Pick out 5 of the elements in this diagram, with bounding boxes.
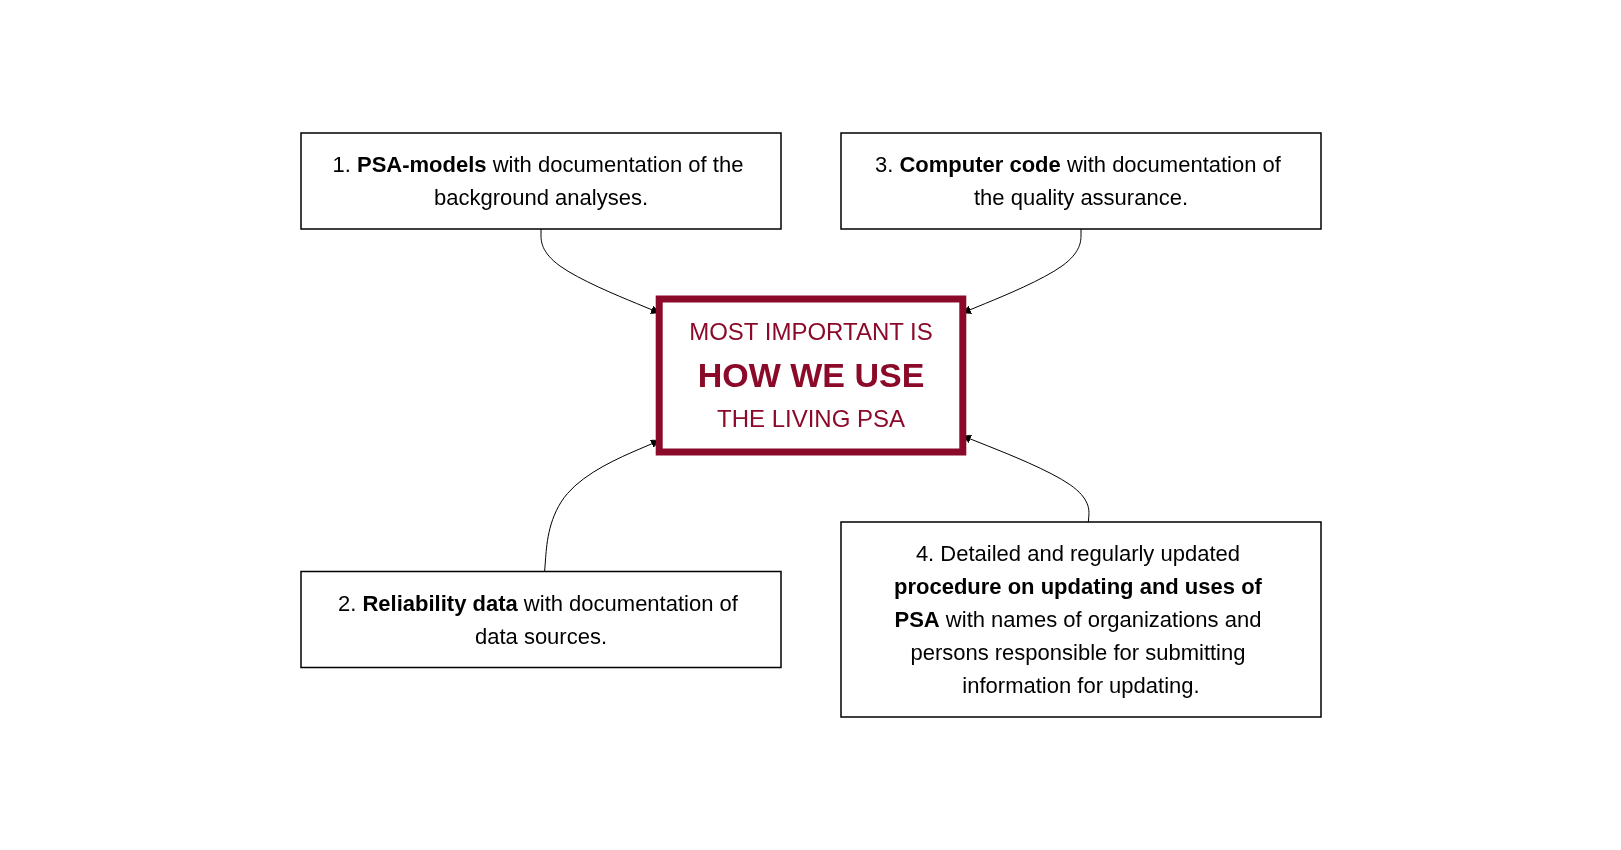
- node-box: 1. PSA-models with documentation of the background analyses.: [299, 132, 782, 230]
- node-box: 2. Reliability data with documentation of data sources.: [299, 570, 782, 669]
- node-box: 4. Detailed and regularly updated procedure on updating and uses of PSA with names of organizations and persons responsible for submitting information for updating.: [839, 521, 1322, 718]
- node-box: 3. Computer code with documentation of the quality assurance.: [839, 132, 1322, 230]
- node-box: MOST IMPORTANT IS HOW WE USE THE LIVING PSA: [655, 295, 966, 456]
